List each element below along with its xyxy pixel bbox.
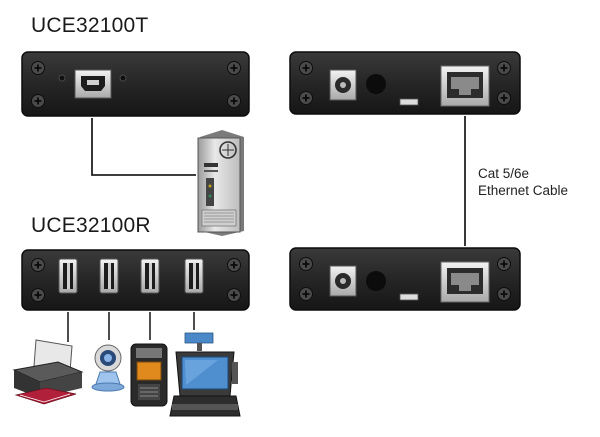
transmitter-model-label: UCE32100T <box>31 14 149 37</box>
receiver-rear-panel <box>289 247 521 311</box>
power-jack-icon <box>329 265 357 297</box>
rj45-port-icon <box>440 261 490 303</box>
transmitter-rear-panel <box>289 51 521 115</box>
receiver-model-label: UCE32100R <box>31 214 151 237</box>
cable-label-line1: Cat 5/6e <box>478 166 530 181</box>
webcam-icon <box>91 344 125 392</box>
card-reader-icon <box>130 343 168 407</box>
usb-port-1 <box>58 258 78 294</box>
usb-port-2 <box>99 258 119 294</box>
printer-icon <box>12 339 84 405</box>
transmitter-unit <box>21 51 250 117</box>
receiver-unit <box>21 249 250 311</box>
usb-type-b-port-icon <box>74 69 112 99</box>
led-indicator <box>366 74 386 94</box>
usb-port-3 <box>140 258 160 294</box>
transmitter-to-pc-cable <box>91 118 196 176</box>
led-indicator <box>366 271 386 291</box>
pos-terminal-icon <box>169 332 241 417</box>
mini-usb-port <box>399 98 419 106</box>
rj45-port-icon <box>440 65 490 107</box>
power-jack-icon <box>329 69 357 101</box>
usb-port-4 <box>184 258 204 294</box>
cable-label: Cat 5/6e Ethernet Cable <box>478 165 568 199</box>
computer-tower-icon <box>197 130 244 236</box>
cable-label-line2: Ethernet Cable <box>478 183 569 198</box>
mini-usb-port <box>399 293 419 301</box>
